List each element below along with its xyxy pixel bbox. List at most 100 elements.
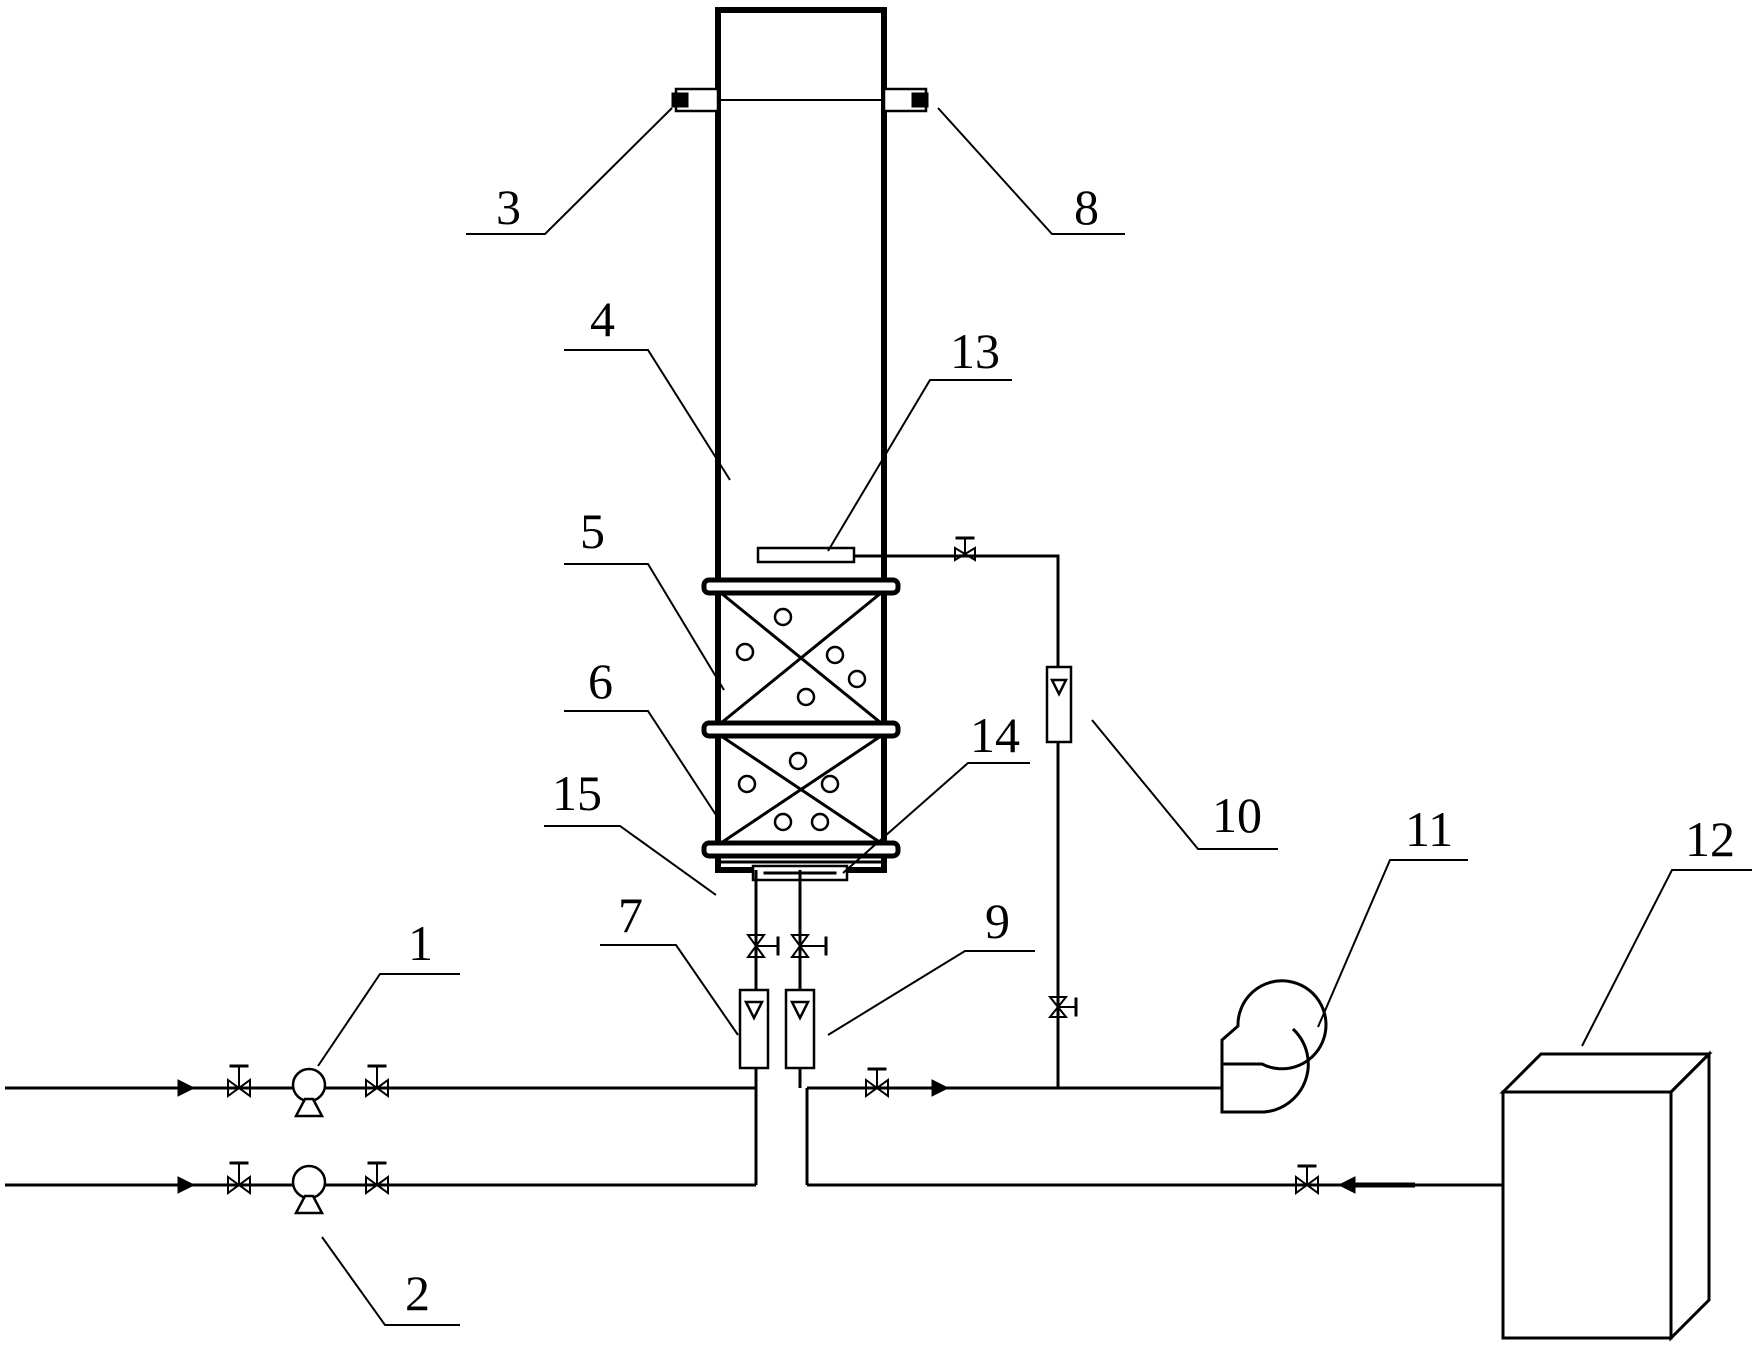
pump-1-base <box>293 1097 325 1118</box>
label-8: 8 <box>1074 179 1099 235</box>
packing-cross-b <box>718 733 884 846</box>
valve-branch-vertical <box>1047 996 1078 1018</box>
pump-2-base <box>293 1194 325 1215</box>
valve-body <box>746 934 766 958</box>
valve-body <box>365 1175 389 1195</box>
label-11: 11 <box>1405 801 1453 857</box>
leader-7 <box>600 944 739 1036</box>
label-14: 14 <box>970 707 1020 763</box>
reactor-column <box>715 7 887 873</box>
bubble <box>796 687 816 707</box>
reactor-inlets <box>738 870 828 1185</box>
bubble <box>737 774 757 794</box>
feed-line-lower <box>5 1161 756 1215</box>
blower-11 <box>1220 979 1328 1114</box>
leader-11 <box>1317 859 1468 1028</box>
bubble <box>735 642 755 662</box>
valve-air-main <box>865 1067 889 1098</box>
valve-body <box>954 546 976 562</box>
leader-15 <box>544 825 717 896</box>
leader-9 <box>827 950 1035 1036</box>
flow-arrow-air <box>931 1079 950 1097</box>
flow-arrow-water <box>1337 1176 1356 1194</box>
valve-feed-upper-right <box>365 1064 389 1098</box>
valve-body <box>227 1078 251 1098</box>
valve-feed-upper-left <box>227 1064 251 1098</box>
valve-feed-lower-right <box>365 1161 389 1195</box>
labels: 3 8 4 13 5 6 14 15 10 11 12 7 9 1 2 <box>405 179 1735 1321</box>
flange-upper <box>701 577 901 596</box>
pump-2-body <box>291 1164 327 1200</box>
flowmeter-7-float <box>743 1000 765 1021</box>
bubble <box>810 812 830 832</box>
bubble <box>788 751 808 771</box>
valve-feed-lower-left <box>227 1161 251 1195</box>
flowmeter-9-float <box>789 1000 811 1021</box>
leader-10 <box>1091 719 1278 850</box>
pump-1 <box>291 1067 327 1118</box>
bubble <box>773 812 793 832</box>
valve-body <box>1295 1175 1319 1195</box>
aerator-upper-body <box>756 546 856 564</box>
bubble <box>825 645 845 665</box>
flanges <box>701 577 901 859</box>
blower-outlet-curve <box>1220 1027 1310 1114</box>
feed-line-upper <box>5 1064 756 1118</box>
valve-inlet-right <box>790 934 828 958</box>
valve-body <box>227 1175 251 1195</box>
blower-housing <box>1220 979 1328 1071</box>
tank-front <box>1501 1090 1673 1340</box>
sampling-port-left-cap <box>671 92 689 108</box>
label-15: 15 <box>552 765 602 821</box>
column-body <box>715 7 887 873</box>
flange-middle <box>701 720 901 739</box>
flow-arrow-feed-upper <box>177 1079 196 1097</box>
valve-inlet-left <box>746 934 780 958</box>
valve-aerator-branch <box>954 536 976 562</box>
aerator-upper <box>756 546 957 564</box>
pump-1-body <box>291 1067 327 1103</box>
bubble <box>820 774 840 794</box>
leader-4 <box>564 349 731 481</box>
leader-13 <box>827 379 1012 552</box>
label-2: 2 <box>405 1265 430 1321</box>
sampling-ports <box>671 87 929 113</box>
label-13: 13 <box>950 323 1000 379</box>
label-5: 5 <box>580 503 605 559</box>
flowmeter-10-float <box>1049 678 1069 697</box>
leader-8 <box>937 107 1125 235</box>
tank-side <box>1669 1050 1711 1342</box>
leader-1 <box>317 973 460 1067</box>
label-12: 12 <box>1685 811 1735 867</box>
air-supply-line <box>807 536 1328 1114</box>
valve-body <box>865 1078 889 1098</box>
label-10: 10 <box>1212 787 1262 843</box>
leader-5 <box>564 563 725 691</box>
sampling-port-right-cap <box>911 92 929 108</box>
valve-body <box>1047 996 1069 1018</box>
packing-layer-lower <box>718 733 884 846</box>
bubble <box>773 607 793 627</box>
bubble <box>847 669 867 689</box>
pump-2 <box>291 1164 327 1215</box>
label-9: 9 <box>985 893 1010 949</box>
valve-water-main <box>1295 1164 1319 1195</box>
leader-lines <box>317 107 1752 1326</box>
valve-body <box>365 1078 389 1098</box>
leader-14 <box>842 762 1030 874</box>
water-tank-12 <box>1499 1050 1713 1342</box>
leader-2 <box>321 1236 460 1326</box>
label-6: 6 <box>588 653 613 709</box>
leader-6 <box>564 710 717 816</box>
flow-arrow-feed-lower <box>177 1176 196 1194</box>
label-7: 7 <box>618 887 643 943</box>
packing-cross-b <box>718 590 884 726</box>
valve-body <box>790 934 810 958</box>
label-4: 4 <box>590 291 615 347</box>
water-supply-line <box>807 1050 1713 1342</box>
leader-12 <box>1581 869 1752 1047</box>
flowmeter-10 <box>1045 665 1073 744</box>
air-branch-pipe <box>957 554 1060 1088</box>
